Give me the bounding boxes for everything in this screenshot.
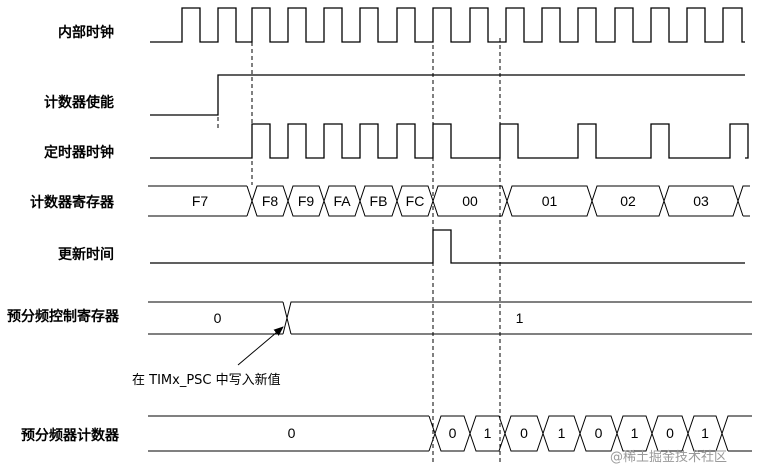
psc-bus-value: 0 bbox=[214, 310, 222, 326]
label-counter-register: 计数器寄存器 bbox=[30, 194, 115, 211]
update-event-waveform bbox=[150, 229, 745, 264]
timer-clock-waveform bbox=[150, 123, 749, 159]
counter-bus-tail bbox=[737, 185, 750, 217]
psc-bus-cell bbox=[286, 301, 752, 335]
counter-enable-waveform bbox=[150, 74, 745, 116]
internal-clock-waveform bbox=[150, 7, 745, 43]
counter-bus-value: 03 bbox=[693, 193, 709, 209]
annotation-text: 在 TIMx_PSC 中写入新值 bbox=[132, 372, 281, 388]
counter-register-bus: F7 F8 F9 FA FB FC 00 01 02 03 bbox=[148, 185, 750, 217]
psc-bus-value: 1 bbox=[516, 310, 524, 326]
label-prescaler-control-register: 预分频控制寄存器 bbox=[7, 308, 120, 325]
pcnt-bus-value: 1 bbox=[631, 425, 639, 441]
pcnt-bus-value: 0 bbox=[595, 425, 603, 441]
label-internal-clock: 内部时钟 bbox=[58, 24, 114, 41]
pcnt-bus-value: 0 bbox=[288, 425, 296, 441]
pcnt-bus-value: 1 bbox=[484, 425, 492, 441]
pcnt-bus-value: 1 bbox=[558, 425, 566, 441]
counter-bus-value: 01 bbox=[542, 193, 558, 209]
label-update-event: 更新时间 bbox=[58, 246, 114, 263]
counter-bus-value: F9 bbox=[298, 193, 315, 209]
counter-bus-value: FC bbox=[406, 193, 425, 209]
prescaler-counter-bus: 0 0 1 0 1 0 1 0 1 bbox=[148, 415, 752, 452]
label-timer-clock: 定时器时钟 bbox=[44, 144, 114, 161]
label-counter-enable: 计数器使能 bbox=[44, 94, 114, 111]
counter-bus-value: F7 bbox=[192, 193, 209, 209]
counter-bus-value: FB bbox=[370, 193, 388, 209]
pcnt-bus-value: 0 bbox=[520, 425, 528, 441]
label-prescaler-counter: 预分频器计数器 bbox=[21, 427, 120, 444]
pcnt-bus-tail bbox=[721, 415, 752, 452]
pcnt-bus-value: 1 bbox=[701, 425, 709, 441]
pcnt-bus-value: 0 bbox=[449, 425, 457, 441]
counter-bus-value: FA bbox=[333, 193, 351, 209]
annotation-arrow bbox=[237, 326, 284, 366]
pcnt-bus-value: 0 bbox=[666, 425, 674, 441]
watermark: @稀土掘金技术社区 bbox=[610, 449, 727, 465]
counter-bus-value: F8 bbox=[262, 193, 279, 209]
counter-bus-value: 00 bbox=[462, 193, 478, 209]
counter-bus-value: 02 bbox=[620, 193, 636, 209]
